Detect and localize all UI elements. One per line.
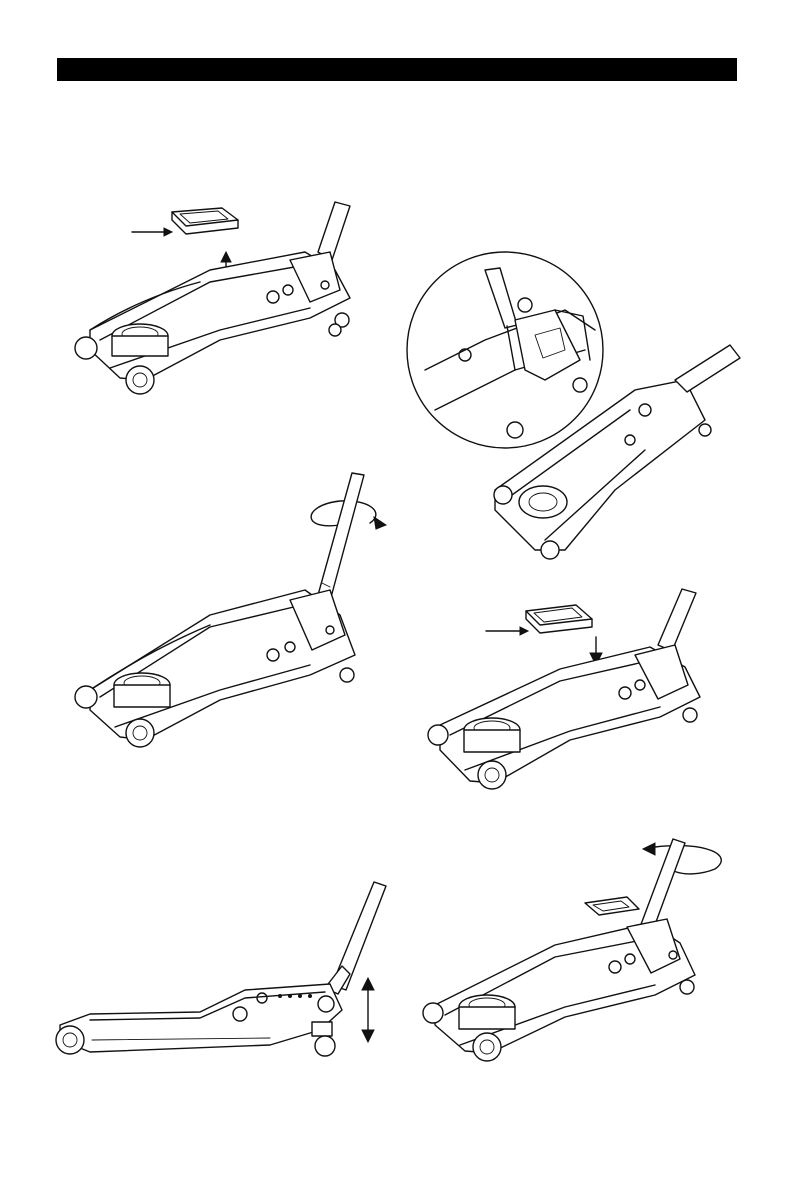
pointer-arrow-icon [164, 228, 172, 236]
jack-handle-rotate-illustration [60, 465, 390, 755]
jack-release-valve-closeup-illustration [405, 250, 745, 580]
saddle-pad-icon [172, 208, 238, 226]
handle-icon [318, 202, 350, 260]
pointer-arrow-icon [520, 627, 528, 635]
front-wheel-icon [75, 337, 97, 359]
front-wheel-icon [56, 1026, 84, 1054]
section-header-bar [57, 58, 737, 81]
jack-saddle-install-illustration [420, 585, 730, 800]
up-arrow-icon [221, 252, 231, 262]
jack-side-view-pump-illustration [50, 880, 400, 1070]
jack-handle-rotate-counter-illustration [415, 835, 745, 1065]
jack-saddle-removal-illustration [60, 190, 370, 410]
